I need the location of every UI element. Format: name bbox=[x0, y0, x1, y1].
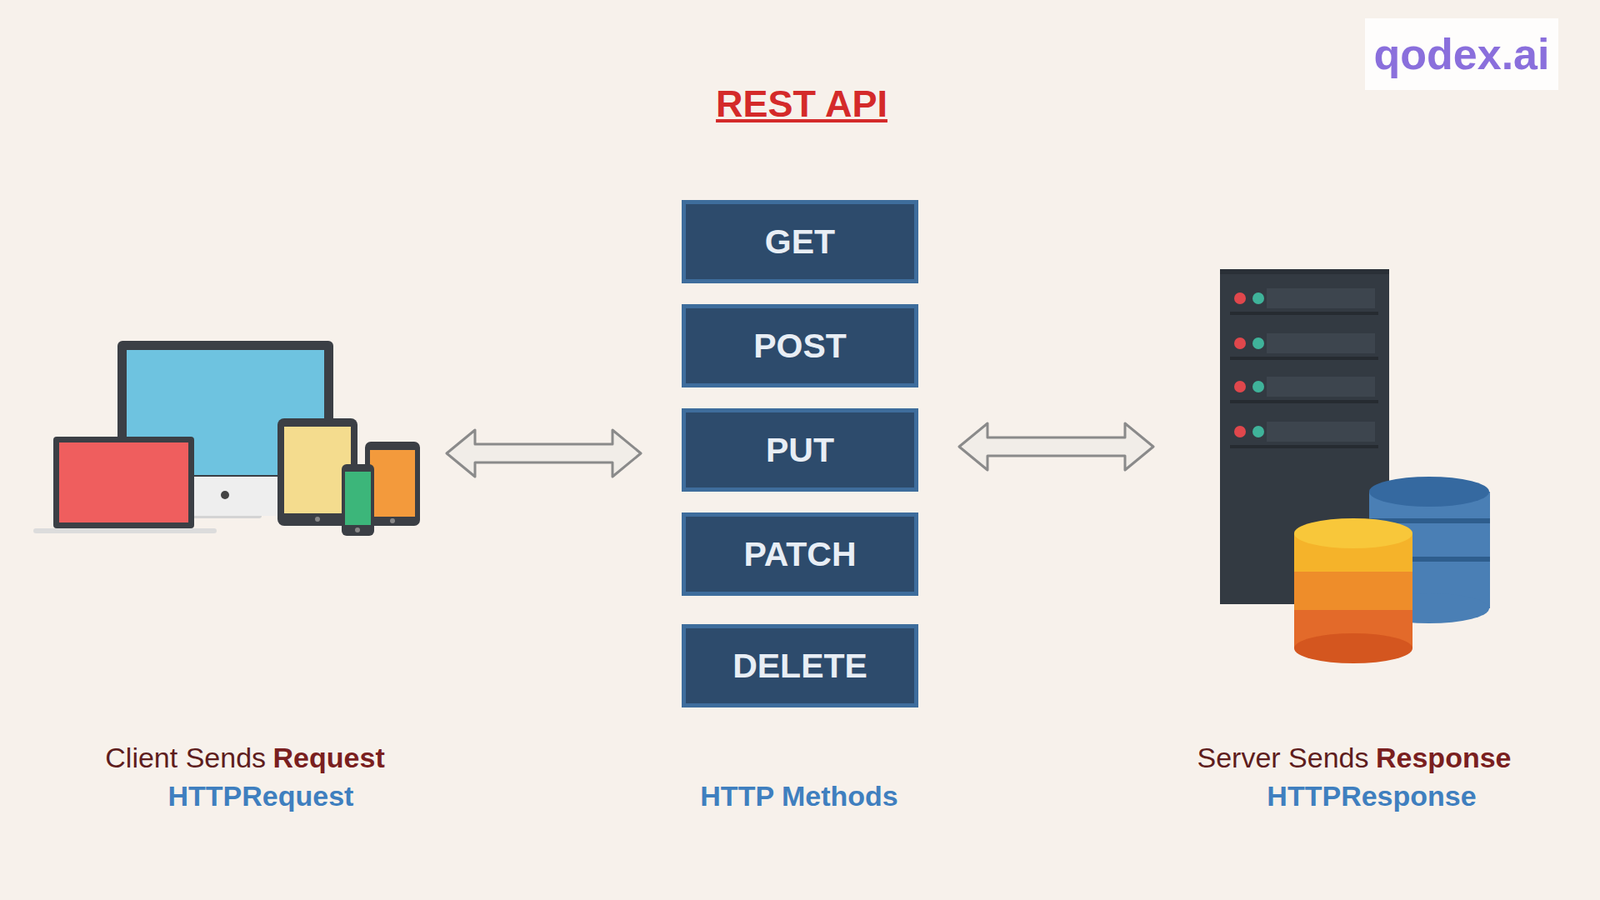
server-rows bbox=[1230, 288, 1379, 449]
caption-text: HTTP Methods bbox=[700, 780, 898, 812]
caption-text: Server Sends bbox=[1197, 741, 1370, 774]
method-box: GET bbox=[681, 200, 919, 284]
label-line: HTTPRequest bbox=[168, 780, 355, 813]
double-arrow bbox=[446, 423, 1154, 477]
label-line: HTTPResponse bbox=[1266, 780, 1476, 813]
caption-text: HTTPResponse bbox=[1266, 780, 1476, 812]
label-line: Client SendsRequest bbox=[105, 741, 385, 775]
method-name: DELETE bbox=[732, 646, 868, 686]
method-name: PATCH bbox=[743, 535, 856, 575]
caption-text: Client Sends bbox=[105, 741, 266, 774]
method-box: PUT bbox=[681, 408, 919, 492]
method-name: PUT bbox=[765, 430, 835, 470]
caption-text: Request bbox=[273, 741, 385, 774]
method-box: POST bbox=[681, 304, 919, 388]
method-box: DELETE bbox=[681, 624, 919, 708]
database bbox=[1294, 476, 1490, 664]
client-devices bbox=[33, 340, 420, 536]
method-name: GET bbox=[765, 222, 835, 262]
caption-text: HTTPRequest bbox=[168, 780, 355, 812]
label-line: Server SendsResponse bbox=[1197, 741, 1512, 775]
method-name: POST bbox=[753, 326, 847, 366]
method-box: PATCH bbox=[681, 512, 919, 596]
watermark: qodex.ai bbox=[1374, 30, 1550, 79]
caption-text: Response bbox=[1375, 741, 1512, 774]
label-line: qodex.ai bbox=[1374, 29, 1550, 80]
title: REST API bbox=[715, 82, 888, 126]
watermark-panel bbox=[1365, 18, 1559, 90]
label-line: HTTP Methods bbox=[700, 780, 898, 813]
